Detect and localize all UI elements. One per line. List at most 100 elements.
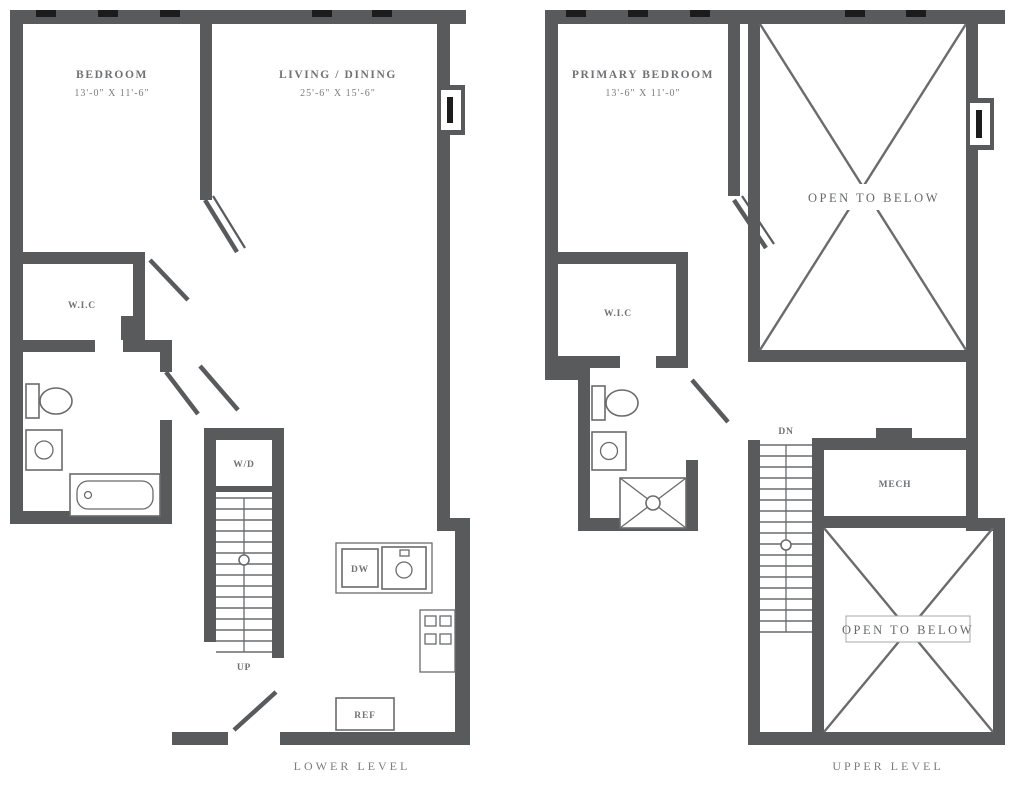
wall-segment <box>133 252 145 352</box>
wall-segment <box>812 440 824 732</box>
wic-label: W.I.C <box>68 301 96 311</box>
window-icon <box>98 10 118 17</box>
stairs-dn-label: DN <box>778 427 793 437</box>
wall-segment <box>200 24 212 200</box>
wall-segment <box>10 10 466 24</box>
burner <box>439 615 452 627</box>
void-label-box <box>845 615 971 643</box>
bedroom-dims: 13'-0" X 11'-6" <box>74 88 149 99</box>
living-dining-dims: 25'-6" X 15'-6" <box>300 88 376 99</box>
tub-drain <box>83 490 93 500</box>
wall-segment <box>160 420 172 524</box>
door-leaf <box>148 258 190 302</box>
toilet-bowl <box>605 389 639 417</box>
lower-doors <box>148 195 278 732</box>
lower-laundry: W/D <box>233 460 254 470</box>
wall-segment <box>966 24 978 362</box>
lower-windows <box>36 10 465 135</box>
window-glass <box>976 110 982 138</box>
lower-stairs: UP <box>216 497 272 673</box>
wall-segment <box>23 340 95 352</box>
refrigerator-box <box>335 697 395 731</box>
burner <box>439 633 452 645</box>
wall-segment <box>812 516 978 528</box>
wic-label: W.I.C <box>604 309 632 319</box>
upper-walls <box>545 10 1005 745</box>
upper-stairs: DN <box>760 427 812 633</box>
wall-segment <box>545 10 1005 24</box>
wall-segment <box>280 732 470 745</box>
kitchen-sink-basin <box>395 561 413 579</box>
lower-kitchen: DW REF <box>335 542 456 731</box>
window-icon <box>372 10 392 17</box>
wall-segment <box>748 732 1005 745</box>
refrigerator-label: REF <box>354 711 375 721</box>
dishwasher-label: DW <box>351 565 369 575</box>
window-icon <box>906 10 926 17</box>
wall-segment <box>558 252 688 264</box>
lower-bathroom-fixtures <box>25 383 161 517</box>
wall-segment <box>676 252 688 368</box>
upper-level-caption: UPPER LEVEL <box>832 759 943 773</box>
stairs-up-label: UP <box>237 663 251 673</box>
toilet-tank <box>591 385 606 421</box>
void-label-box <box>812 184 936 210</box>
lower-walls <box>10 10 470 745</box>
wall-segment <box>23 252 145 264</box>
stair-newel <box>780 539 792 551</box>
shower-icon <box>619 477 687 529</box>
toilet-bowl <box>39 387 73 415</box>
wall-segment <box>545 24 558 380</box>
entry-door-leaf <box>232 690 278 732</box>
wall-segment <box>578 368 590 530</box>
wall-segment <box>728 24 740 196</box>
wall-segment <box>160 352 172 372</box>
wall-segment <box>437 518 470 531</box>
kitchen-sink-counter <box>381 546 427 590</box>
kitchen-peninsula <box>335 542 433 594</box>
window-bay-icon <box>966 98 994 150</box>
living-dining-label: LIVING / DINING <box>279 69 397 81</box>
window-bay-icon <box>437 85 465 135</box>
lower-room-labels: BEDROOM 13'-0" X 11'-6" LIVING / DINING … <box>68 69 397 311</box>
upper-room-labels: PRIMARY BEDROOM 13'-6" X 11'-0" W.I.C ME… <box>572 69 912 490</box>
bedroom-label: BEDROOM <box>76 69 148 81</box>
door-leaf <box>690 378 730 424</box>
primary-bedroom-dims: 13'-6" X 11'-0" <box>605 88 680 99</box>
mech-label: MECH <box>879 480 912 490</box>
open-to-below-top: OPEN TO BELOW <box>758 23 968 351</box>
refrigerator-icon: REF <box>335 697 395 731</box>
sink-icon <box>591 431 627 471</box>
shower-drain <box>645 495 661 511</box>
wall-segment <box>558 356 620 368</box>
wall-segment <box>748 440 760 732</box>
dishwasher-box <box>341 548 379 588</box>
wall-segment <box>121 316 133 340</box>
door-leaf <box>164 370 200 416</box>
open-to-below-bottom: OPEN TO BELOW <box>823 527 994 733</box>
window-icon <box>690 10 710 17</box>
window-icon <box>566 10 586 17</box>
sink-basin <box>599 441 619 461</box>
burner <box>424 633 437 645</box>
toilet-icon <box>591 385 639 421</box>
door-leaf <box>203 198 239 254</box>
wall-segment <box>437 24 450 518</box>
window-icon <box>36 10 56 17</box>
wall-segment <box>204 428 284 440</box>
wall-segment <box>656 356 688 368</box>
kitchen-faucet <box>399 549 410 557</box>
wall-segment <box>123 340 172 352</box>
window-icon <box>628 10 648 17</box>
tub-outline <box>69 473 161 517</box>
open-to-below-label: OPEN TO BELOW <box>842 623 974 637</box>
door-leaf <box>198 364 240 412</box>
cooktop-counter <box>419 609 456 673</box>
tub-basin <box>76 480 154 510</box>
bathtub-icon <box>69 473 161 517</box>
window-icon <box>312 10 332 17</box>
upper-bathroom-fixtures <box>591 385 687 529</box>
sink-icon <box>25 429 63 471</box>
toilet-icon <box>25 383 73 419</box>
